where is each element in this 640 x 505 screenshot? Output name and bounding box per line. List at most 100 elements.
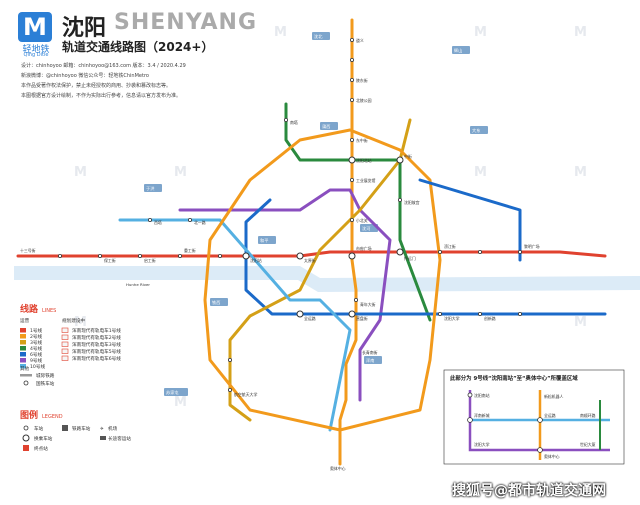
inset-station: 浑南新城 [474, 413, 490, 418]
transfer-station [296, 252, 304, 260]
line-6-route[interactable] [244, 198, 607, 316]
station-label: 北陵公园 [356, 98, 372, 103]
station-dot [349, 217, 354, 222]
station-label: 中街 [404, 154, 412, 159]
station-label: 市府广场 [356, 246, 372, 251]
area-label: 大东 [472, 127, 480, 134]
station-label: 长青南街 [362, 350, 378, 355]
legend-planned-label: 浑南现代有轨电车1号线 [72, 327, 121, 334]
area-label: 和平 [260, 237, 268, 244]
station-label: 沈阳北站 [356, 158, 372, 163]
legend-line-label: 10号线 [30, 363, 45, 370]
station-label: 沈阳站 [250, 258, 262, 263]
station-icon [23, 425, 29, 431]
brand-logo-en: Qing Ditie [23, 52, 49, 58]
station-label: 东中街 [356, 138, 368, 143]
legend-planned-label: 浑南现代有轨电车6号线 [72, 355, 121, 362]
station-dot [349, 137, 354, 142]
legend-line-swatch [20, 346, 26, 351]
brand-logo: M [18, 12, 52, 42]
legend-planned-swatch [61, 341, 69, 347]
brand-logo-cn: 轻地铁 [22, 45, 50, 55]
station-label: 西塔 [154, 220, 162, 225]
legend-group: 规划建设中 [62, 317, 85, 324]
station-dot [477, 311, 482, 316]
icon-legend-item: 车站 [34, 425, 44, 432]
transfer-station [348, 156, 356, 164]
svg-text:M: M [174, 165, 187, 180]
transfer-station [242, 252, 250, 260]
legend-title-en: LINES [42, 308, 56, 314]
svg-text:M: M [274, 25, 287, 40]
svg-text:M: M [574, 315, 587, 330]
title-cn: 沈阳 [62, 16, 107, 41]
transfer-station [348, 310, 356, 318]
station-label: 营盘街 [356, 316, 368, 321]
svg-text:M: M [74, 315, 87, 330]
legend-planned-label: 浑南现代有轨电车5号线 [72, 348, 121, 355]
inset-station: 沈阳大学 [474, 442, 490, 447]
station-dot [349, 177, 354, 182]
inset-station: 沈阳南站 [474, 393, 490, 398]
station-dots[interactable] [58, 38, 523, 392]
station-dot [353, 297, 358, 302]
station-label: 北一路 [194, 220, 206, 225]
legend-planned-label: 浑南现代有轨电车2号线 [72, 334, 121, 341]
meta-line: 设计：chinhoyoo 邮箱：chinhoyoo@163.com 版本：3.4… [21, 63, 186, 69]
line-1-route[interactable] [16, 250, 607, 258]
legend-line-label: 4号线 [30, 345, 43, 352]
station-dot [349, 78, 354, 83]
station-label: 太原街 [304, 258, 316, 263]
loop-line-route[interactable] [203, 128, 442, 432]
legend-line-label: 9号线 [30, 357, 43, 364]
svg-text:M: M [474, 25, 487, 40]
line-2-route[interactable] [338, 18, 358, 466]
station-label: 沈阳故宫 [404, 200, 420, 205]
station-label: 南塔 [290, 120, 298, 125]
svg-text:M: M [574, 165, 587, 180]
inset-station: 世纪大厦 [580, 442, 596, 447]
station-label: 启工街 [144, 258, 156, 263]
area-label: 苏家屯 [166, 389, 179, 396]
legend-planned-swatch [61, 348, 69, 354]
line-east-route[interactable] [418, 178, 522, 262]
area-labels: 沈北 辉山 蒲西 于洪 沈河 和平 铁西 浑南 苏家屯 大东 [144, 32, 488, 396]
meta-line: 新浪微博：@chinhoyoo 微信公众号：轻地铁ChinMetro [21, 73, 149, 79]
inset-title: 此部分为 9号线“沈阳南站”至“奥体中心”所覆盖区域 [450, 374, 578, 382]
station-label: 创新路 [484, 316, 496, 321]
station-dot [283, 118, 288, 123]
legend-line-swatch [20, 328, 26, 333]
transfer-station [396, 156, 404, 164]
river-label-en: Hunhe River [126, 282, 150, 287]
station-dot [518, 249, 523, 254]
legend-line-swatch [20, 364, 26, 369]
svg-text:M: M [574, 25, 587, 40]
station-label: 道义 [356, 38, 364, 43]
inset-station: 新松机器人 [544, 394, 564, 399]
line-4-route[interactable] [284, 102, 432, 322]
title-en: SHENYANG [114, 10, 258, 35]
legend-planned-swatch [61, 334, 69, 340]
station-dot [349, 38, 354, 43]
legend-other: 城际铁路 [36, 372, 55, 379]
legend-icons: 图例 LEGEND 车站 换乘车站 终点站 铁路车站 ✈ 机场 长途客运站 [20, 409, 131, 452]
legend-planned-swatch [61, 355, 69, 361]
station-label: 保工街 [104, 258, 116, 263]
transfer-stations[interactable] [242, 156, 404, 318]
hunhe-river [14, 266, 640, 292]
watermark-footer: 搜狐号@都市轨道交通网 [452, 483, 606, 499]
inset-panel: 此部分为 9号线“沈阳南站”至“奥体中心”所覆盖区域 沈阳南站 浑南新城 奥体中… [443, 369, 625, 465]
station-dot [349, 58, 354, 63]
station-dot [217, 253, 222, 258]
inset-station: 南顺环路 [580, 413, 596, 418]
legend-line-swatch [20, 340, 26, 345]
station-label: 陵东街 [356, 78, 368, 83]
icon-legend-item: 换乘车站 [34, 435, 53, 442]
meta-line: 本作品受著作权法保护，禁止未经授权的商用、抄袭和篡改标志等。 [21, 83, 172, 89]
line-10-route[interactable] [118, 218, 352, 432]
inset-station: 奥体中心 [544, 454, 560, 459]
legend-planned-swatch [61, 327, 69, 333]
airport-icon: ✈ [100, 426, 104, 432]
station-label: 沈阳大学 [444, 316, 460, 321]
